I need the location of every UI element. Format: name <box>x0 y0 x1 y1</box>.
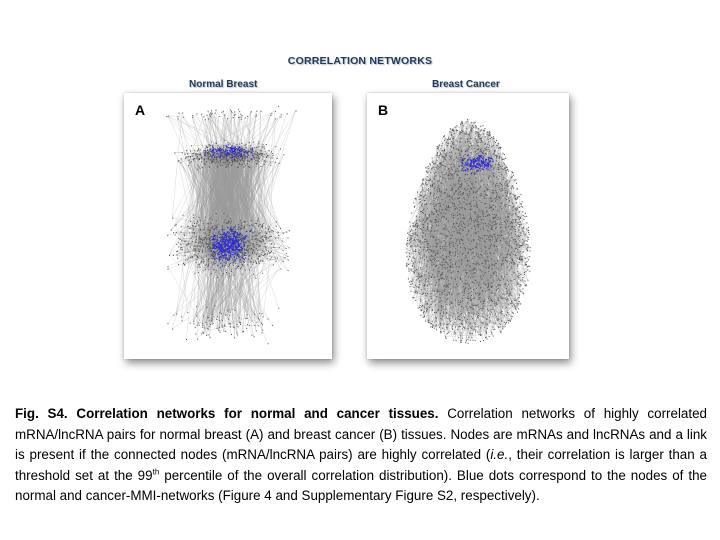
normal-breast-network-graph <box>166 105 297 345</box>
panel-a-caption: Normal Breast <box>189 79 258 90</box>
caption-text-3: percentile of the overall correlation di… <box>15 467 708 504</box>
mmi-network-nodes <box>458 154 498 175</box>
breast-cancer-network-graph <box>405 118 531 344</box>
panel-a-letter: A <box>135 102 146 118</box>
slide-title: CORRELATION NETWORKS <box>287 55 433 67</box>
panel-b-caption: Breast Cancer <box>432 79 500 90</box>
figure-caption: Fig. S4. Correlation networks for normal… <box>15 404 707 507</box>
caption-italic: i.e. <box>490 447 509 462</box>
caption-text-1: Correlation networks of highly correlate… <box>15 406 707 462</box>
network-edges <box>405 118 530 343</box>
caption-text-2: , their correlation is larger than a thr… <box>15 447 707 483</box>
panel-b-letter: B <box>378 102 389 118</box>
panel-a-normal-breast-network: A <box>124 93 332 359</box>
caption-superscript: th <box>152 467 160 477</box>
network-nodes <box>166 105 297 345</box>
panel-b-breast-cancer-network: B <box>367 93 569 359</box>
network-edges <box>166 105 296 344</box>
caption-lead: Fig. S4. Correlation networks for normal… <box>15 406 439 421</box>
mmi-network-nodes <box>204 142 254 267</box>
network-nodes <box>405 119 531 344</box>
